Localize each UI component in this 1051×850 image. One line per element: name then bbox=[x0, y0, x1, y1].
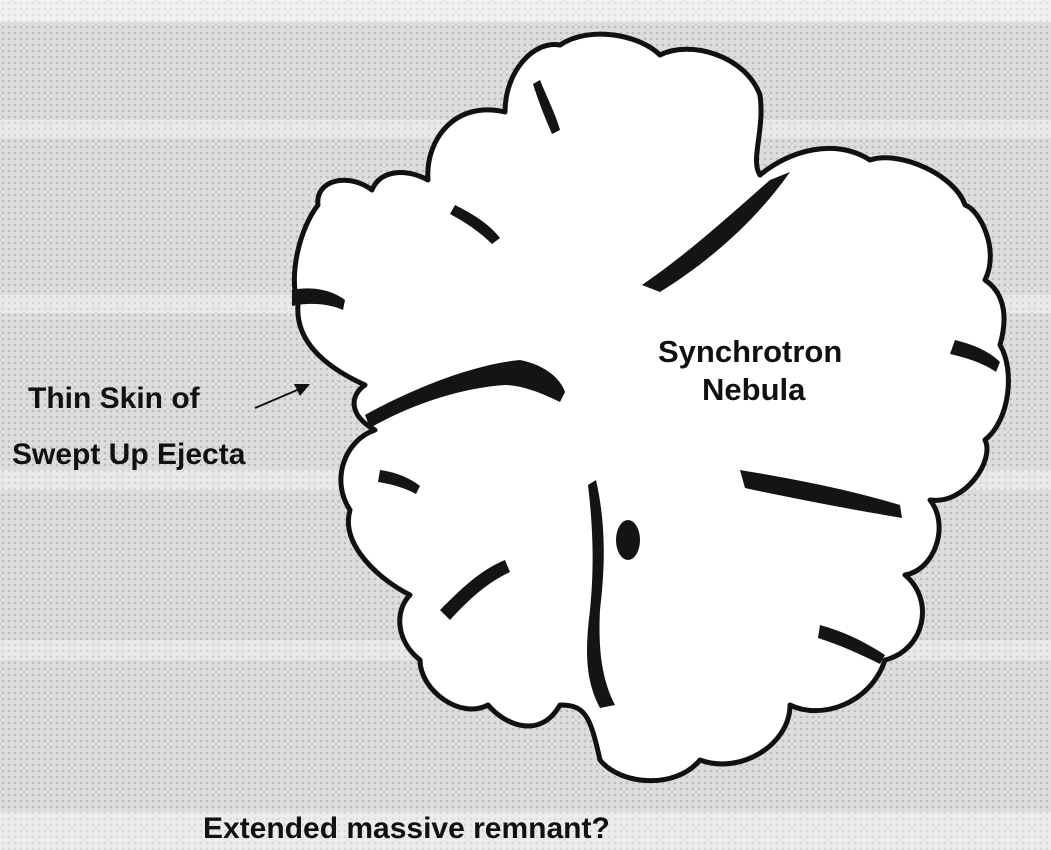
skin-label-line2: Swept Up Ejecta bbox=[12, 438, 246, 471]
nebula-label-line2: Nebula bbox=[702, 372, 806, 407]
filament-knot bbox=[616, 520, 640, 560]
nebula-label-line1: Synchrotron bbox=[658, 334, 842, 369]
skin-label-line1: Thin Skin of bbox=[28, 382, 201, 415]
remnant-label: Extended massive remnant? bbox=[203, 812, 610, 845]
